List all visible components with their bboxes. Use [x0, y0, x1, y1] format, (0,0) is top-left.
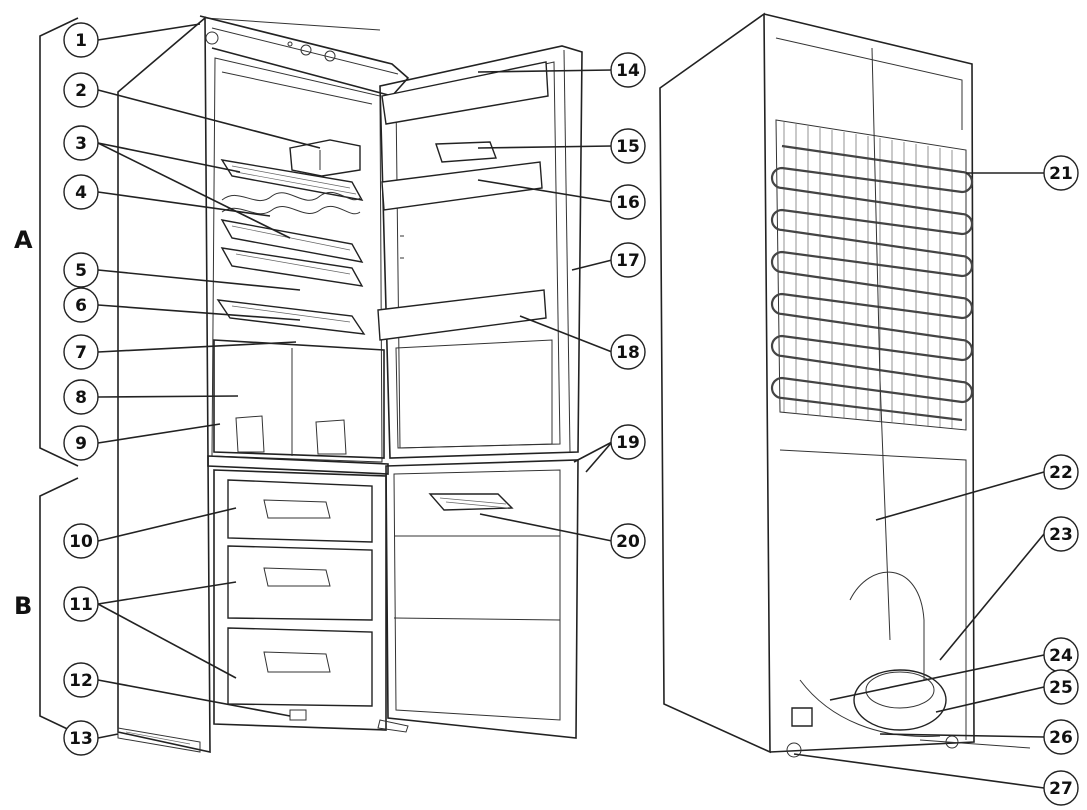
svg-text:4: 4 — [75, 183, 87, 203]
svg-text:14: 14 — [616, 61, 640, 81]
front-view-doors — [377, 45, 583, 739]
svg-text:1: 1 — [75, 31, 87, 51]
front-view-cabinet — [117, 15, 410, 753]
callout-22: 22 — [1043, 454, 1079, 490]
callout-8: 8 — [63, 379, 99, 415]
section-label-b: B — [14, 592, 32, 620]
callout-16: 16 — [610, 184, 646, 220]
svg-text:8: 8 — [75, 388, 87, 408]
callout-3: 3 — [63, 125, 99, 161]
callout-20: 20 — [610, 523, 646, 559]
svg-text:3: 3 — [75, 134, 87, 154]
leader-lines — [97, 23, 1045, 789]
svg-text:9: 9 — [75, 434, 87, 454]
callout-17: 17 — [610, 242, 646, 278]
svg-text:6: 6 — [75, 296, 87, 316]
callout-23: 23 — [1043, 516, 1079, 552]
callout-6: 6 — [63, 287, 99, 323]
svg-text:21: 21 — [1049, 164, 1073, 184]
section-label-a: A — [14, 226, 33, 254]
svg-text:18: 18 — [616, 343, 640, 363]
svg-text:10: 10 — [69, 532, 93, 552]
callout-15: 15 — [610, 128, 646, 164]
callout-26: 26 — [1043, 719, 1079, 755]
svg-text:22: 22 — [1049, 463, 1073, 483]
callout-4: 4 — [63, 174, 99, 210]
callout-5: 5 — [63, 252, 99, 288]
callout-7: 7 — [63, 334, 99, 370]
rear-view — [659, 12, 1031, 758]
svg-text:5: 5 — [75, 261, 87, 281]
svg-text:26: 26 — [1049, 728, 1073, 748]
callout-13: 13 — [63, 720, 99, 756]
svg-text:23: 23 — [1049, 525, 1073, 545]
callout-21: 21 — [1043, 155, 1079, 191]
svg-text:16: 16 — [616, 193, 640, 213]
callout-19: 19 — [610, 424, 646, 460]
svg-text:13: 13 — [69, 729, 93, 749]
svg-text:11: 11 — [69, 595, 93, 615]
callout-18: 18 — [610, 334, 646, 370]
callout-14: 14 — [610, 52, 646, 88]
svg-text:25: 25 — [1049, 678, 1073, 698]
svg-text:27: 27 — [1049, 779, 1073, 799]
svg-text:7: 7 — [75, 343, 87, 363]
callout-25: 25 — [1043, 669, 1079, 705]
callout-1: 1 — [63, 22, 99, 58]
section-brackets — [39, 17, 79, 735]
svg-text:12: 12 — [69, 671, 93, 691]
svg-text:17: 17 — [616, 251, 640, 271]
svg-text:24: 24 — [1049, 646, 1073, 666]
callout-10: 10 — [63, 523, 99, 559]
callout-2: 2 — [63, 72, 99, 108]
callout-27: 27 — [1043, 770, 1079, 806]
callout-24: 24 — [1043, 637, 1079, 673]
callout-9: 9 — [63, 425, 99, 461]
callout-11: 11 — [63, 586, 99, 622]
svg-text:20: 20 — [616, 532, 640, 552]
svg-text:19: 19 — [616, 433, 640, 453]
svg-text:15: 15 — [616, 137, 640, 157]
svg-text:2: 2 — [75, 81, 87, 101]
callout-12: 12 — [63, 662, 99, 698]
